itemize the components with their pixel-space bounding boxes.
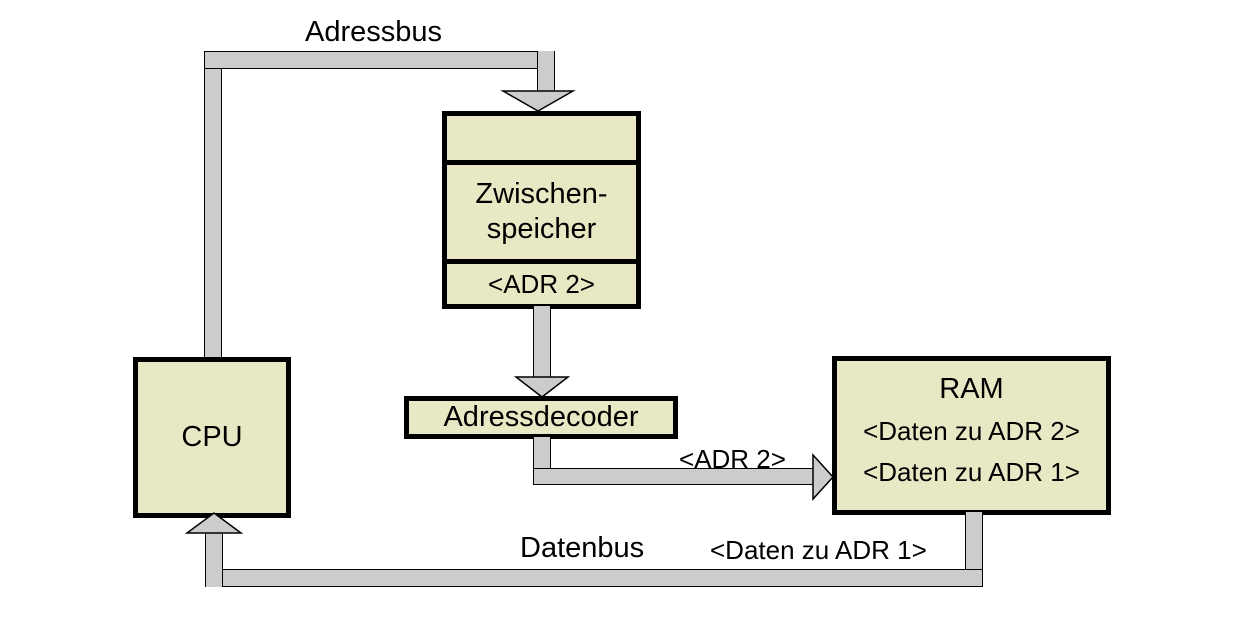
arrowhead-into-zwischenspeicher [500, 90, 576, 112]
adressdecoder-label: Adressdecoder [443, 401, 639, 433]
arrowhead-into-cpu [184, 512, 244, 534]
decoder-to-ram-label: <ADR 2> [679, 444, 786, 474]
decoder-to-ram-segment-vertical [533, 437, 551, 471]
zwischenspeicher-box[interactable]: Zwischen- speicher <ADR 2> [442, 111, 641, 309]
data-bus-segment-left-vertical [205, 531, 223, 587]
zwischenspeicher-name-line-2: speicher [486, 213, 597, 245]
adressdecoder-box[interactable]: Adressdecoder [404, 396, 678, 439]
ram-title: RAM [939, 373, 1004, 405]
ram-data-line-2: <Daten zu ADR 1> [863, 457, 1080, 487]
arrowhead-into-ram [812, 453, 835, 501]
arrowhead-into-adressdecoder [513, 376, 571, 398]
address-bus-label: Adressbus [305, 16, 443, 48]
data-bus-segment-horizontal [205, 569, 983, 587]
cpu-box[interactable]: CPU [133, 357, 291, 518]
zwischenspeicher-value-cell: <ADR 2> [488, 268, 595, 299]
zwischenspeicher-empty-cell [447, 116, 636, 160]
ram-box[interactable]: RAM <Daten zu ADR 2> <Daten zu ADR 1> [832, 356, 1111, 515]
zwischenspeicher-name-line-1: Zwischen- [475, 177, 608, 210]
cpu-label: CPU [181, 421, 243, 453]
zwischenspeicher-name-cell: Zwischen- speicher [447, 160, 636, 264]
data-bus-label: Datenbus [520, 532, 645, 564]
ram-data-line-1: <Daten zu ADR 2> [863, 416, 1080, 446]
address-bus-segment-top-horizontal [204, 51, 555, 69]
address-bus-segment-left-vertical [204, 51, 222, 361]
zwischenspeicher-to-decoder-connector [533, 306, 551, 380]
data-bus-payload-label: <Daten zu ADR 1> [710, 535, 927, 565]
